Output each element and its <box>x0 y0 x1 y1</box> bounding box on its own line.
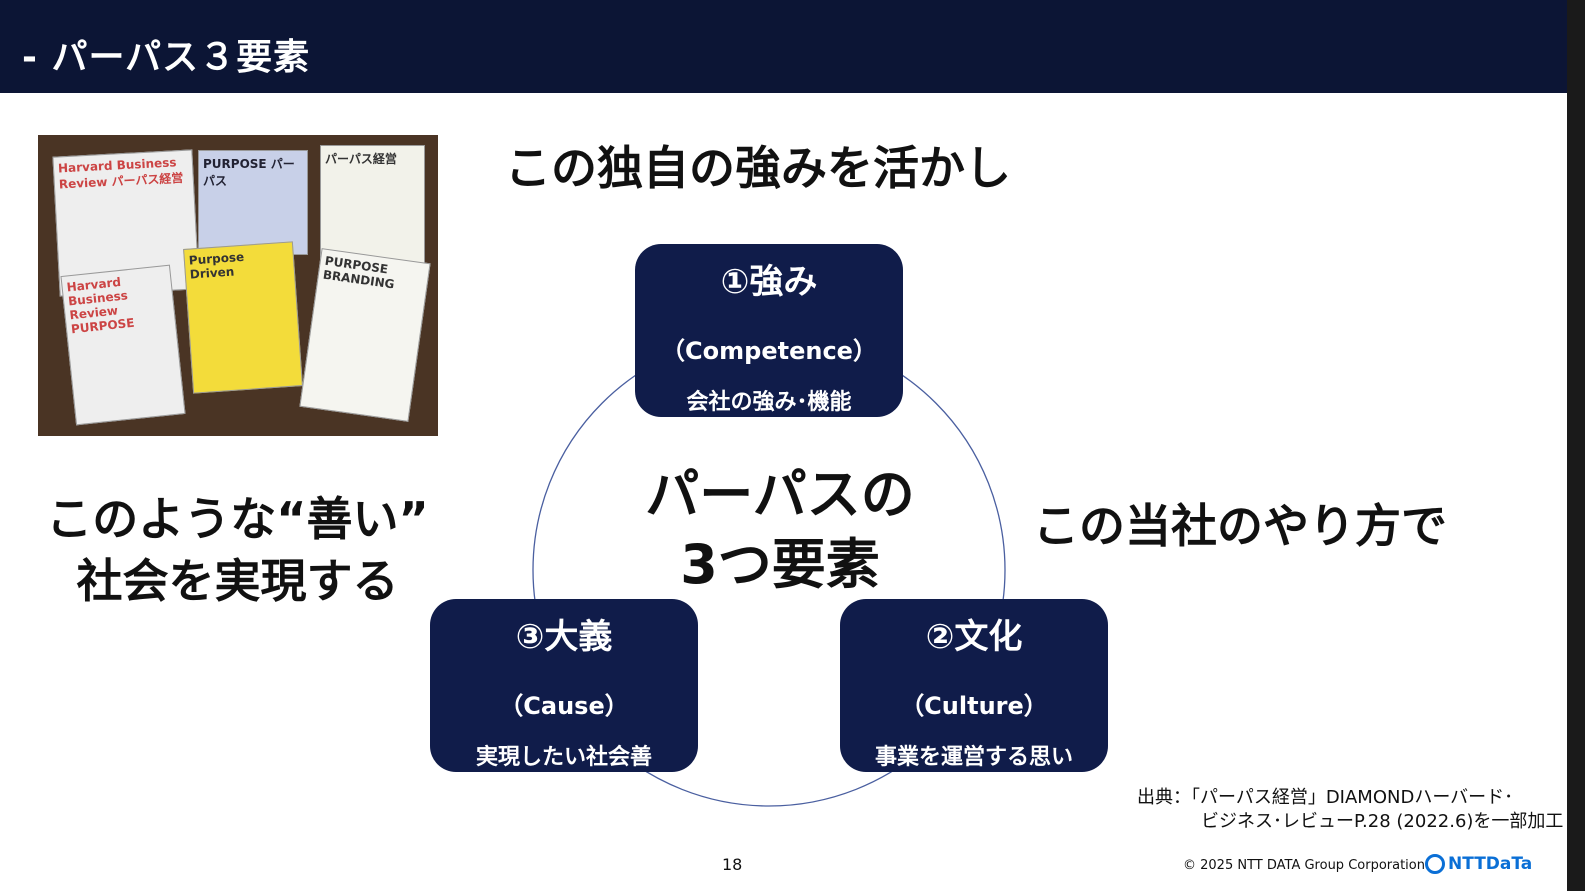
page-number: 18 <box>722 855 743 874</box>
source-note: 出典：「パーパス経営」DIAMONDハーバード･ ビジネス･レビューP.28 (… <box>1137 786 1563 834</box>
center-title: パーパスの 3つ要素 <box>640 460 920 600</box>
caption-line: 社会を実現する <box>76 554 399 608</box>
ntt-data-logo: NTTDaTa <box>1425 854 1532 874</box>
box-english: （Competence） <box>661 337 877 365</box>
source-line: ビジネス･レビューP.28 (2022.6)を一部加工 <box>1201 811 1564 832</box>
box-english: （Cause） <box>499 692 629 720</box>
box-title: ①強み <box>720 262 818 302</box>
caption-line: このような“善い” <box>46 492 429 546</box>
competence-box: ①強み （Competence） 会社の強み･機能 <box>635 244 903 417</box>
box-japanese: 実現したい社会善 <box>475 745 652 770</box>
culture-box: ②文化 （Culture） 事業を運営する思い <box>840 599 1108 772</box>
center-line: 3つ要素 <box>680 533 880 596</box>
book: パーパス経営 <box>320 145 425 265</box>
source-line: 出典：「パーパス経営」DIAMONDハーバード･ <box>1137 787 1514 808</box>
box-japanese: 事業を運営する思い <box>874 745 1073 770</box>
logo-icon <box>1425 854 1445 874</box>
center-line: パーパスの <box>645 463 915 526</box>
slide-title: - パーパス３要素 <box>22 37 311 78</box>
books-photo: Harvard Business Review パーパス経営 PURPOSE パ… <box>38 135 438 436</box>
strength-caption: この独自の強みを活かし <box>505 141 1011 195</box>
society-caption: このような“善い” 社会を実現する <box>40 488 435 612</box>
cause-box: ③大義 （Cause） 実現したい社会善 <box>430 599 698 772</box>
box-title: ②文化 <box>925 617 1023 657</box>
box-english: （Culture） <box>900 692 1048 720</box>
box-japanese: 会社の強み･機能 <box>686 390 852 415</box>
slide-header: - パーパス３要素 <box>0 0 1567 93</box>
book: PURPOSE パーパス <box>198 150 308 255</box>
logo-text: NTTDaTa <box>1448 854 1533 874</box>
method-caption: この当社のやり方で <box>1033 499 1447 553</box>
box-title: ③大義 <box>515 617 613 657</box>
copyright: © 2025 NTT DATA Group Corporation <box>1183 858 1425 873</box>
